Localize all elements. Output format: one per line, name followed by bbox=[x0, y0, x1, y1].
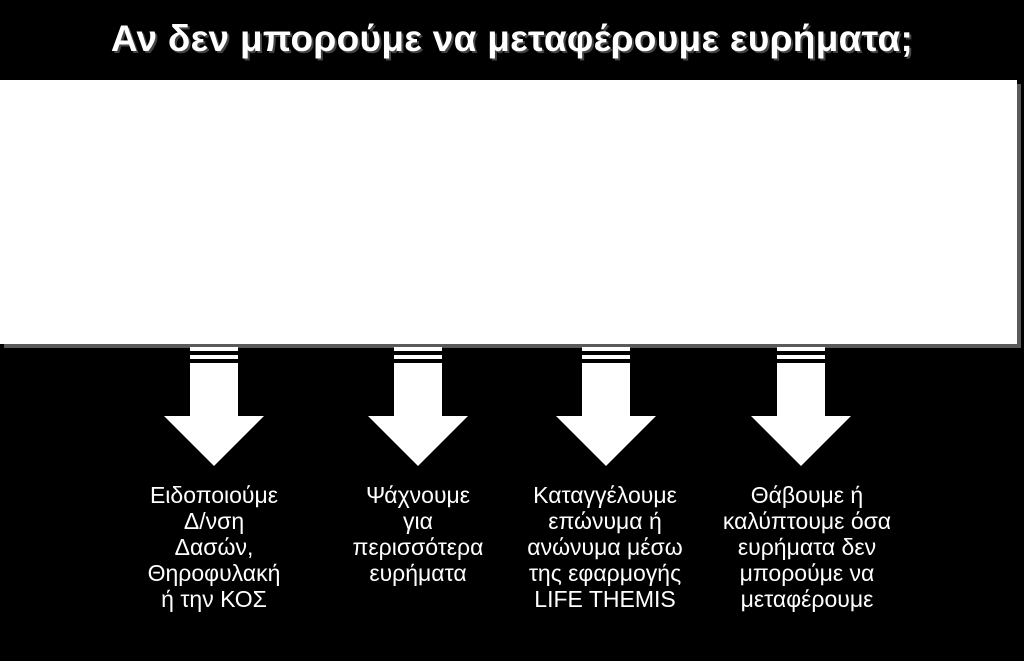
option-line: ευρήματα bbox=[369, 560, 467, 586]
option-line: καλύπτουμε όσα bbox=[722, 508, 892, 534]
option-line: ευρήματα δεν bbox=[737, 534, 877, 560]
option-label-notify: Ειδοποιούμε Δ/νση Δασών, Θηροφυλακή ή τη… bbox=[124, 482, 304, 612]
option-label-bury: Θάβουμε ή καλύπτουμε όσα ευρήματα δεν μπ… bbox=[702, 482, 912, 612]
down-arrow-icon bbox=[751, 344, 851, 468]
question-box bbox=[0, 80, 1017, 344]
option-line: μπορούμε να bbox=[739, 560, 875, 586]
option-label-report: Καταγγέλουμε επώνυμα ή ανώνυμα μέσω της … bbox=[500, 482, 710, 612]
option-line: Καταγγέλουμε bbox=[533, 482, 677, 508]
down-arrow-icon bbox=[368, 344, 468, 468]
option-line: Θηροφυλακή bbox=[147, 560, 281, 586]
option-label-search: Ψάχνουμε για περισσότερα ευρήματα bbox=[318, 482, 518, 586]
option-line: Ειδοποιούμε bbox=[149, 482, 279, 508]
option-line: της εφαρμογής bbox=[528, 560, 682, 586]
down-arrow-icon bbox=[556, 344, 656, 468]
option-line: ή την ΚΟΣ bbox=[161, 586, 267, 612]
option-line: Θάβουμε ή bbox=[750, 482, 864, 508]
option-line: για bbox=[403, 508, 433, 534]
down-arrow-icon bbox=[164, 344, 264, 468]
option-line: μεταφέρουμε bbox=[740, 586, 874, 612]
option-line: επώνυμα ή bbox=[548, 508, 662, 534]
option-line: περισσότερα bbox=[352, 534, 484, 560]
option-line: Ψάχνουμε bbox=[365, 482, 471, 508]
option-line: Δασών, bbox=[174, 534, 254, 560]
option-line: LIFE THEMIS bbox=[534, 586, 676, 612]
option-line: ανώνυμα μέσω bbox=[527, 534, 683, 560]
diagram-title: Αν δεν μπορούμε να μεταφέρουμε ευρήματα; bbox=[110, 18, 914, 59]
option-line: Δ/νση bbox=[183, 508, 245, 534]
